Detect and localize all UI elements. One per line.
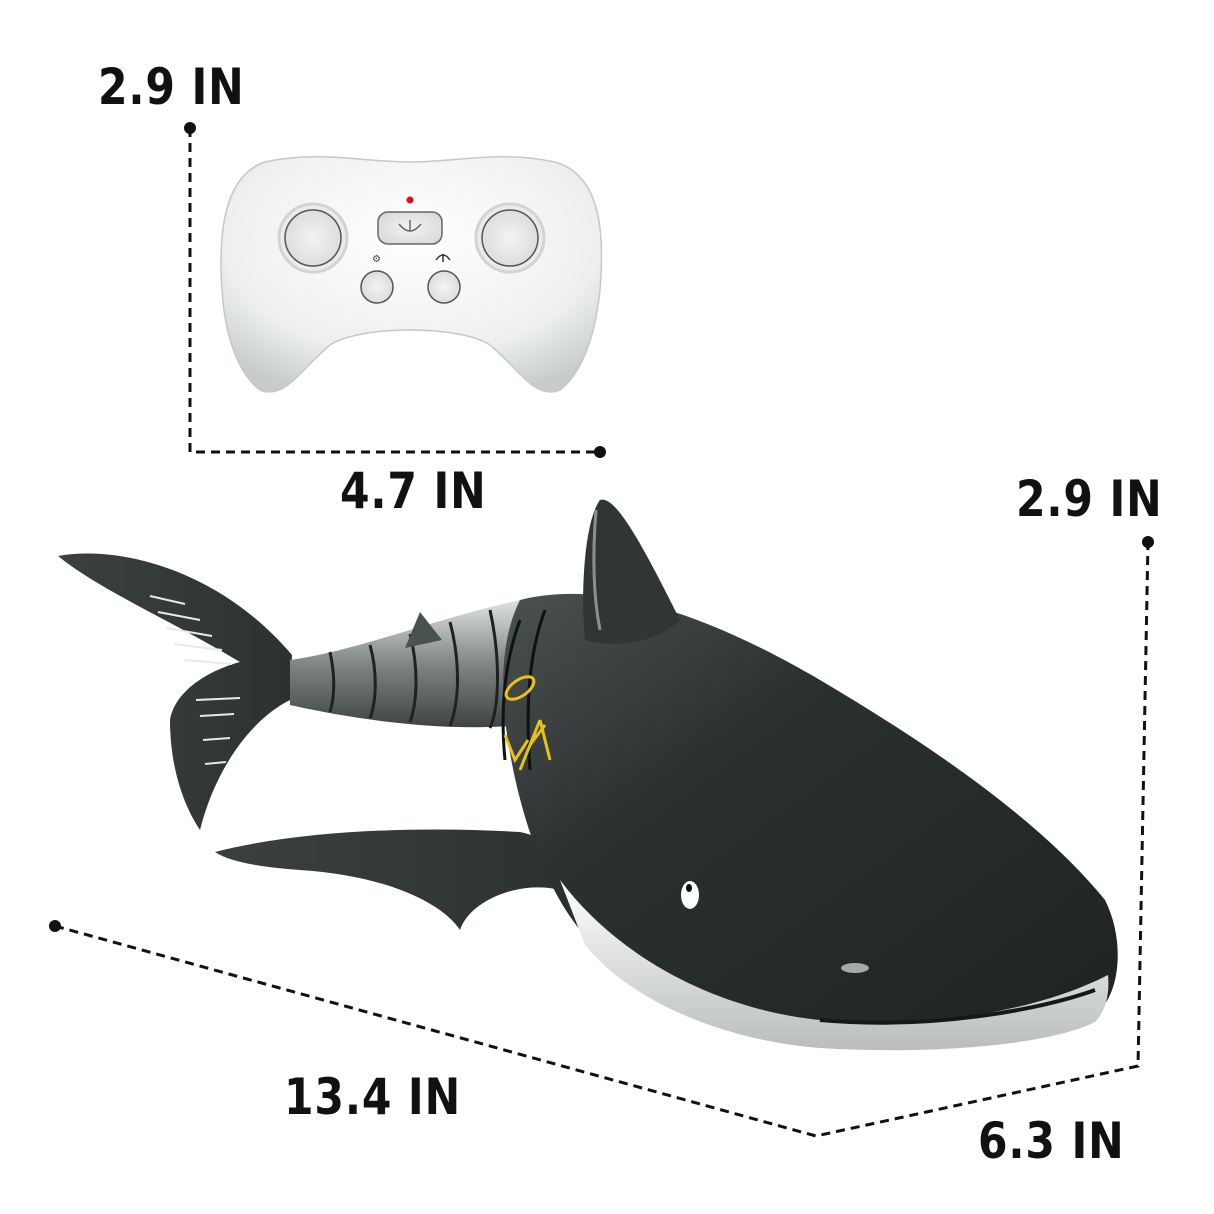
light-icon: ⚙ [372,254,381,265]
shark-belly [560,880,1109,1051]
controller-dimension-line [188,128,600,454]
shark-decal-logo [503,675,552,771]
tail-fin [58,553,292,830]
dorsal-fin [583,499,680,644]
shark-dimension-line [54,541,1150,1138]
shark-eye [681,881,699,909]
shark-mouth [819,988,1096,1025]
right-joystick [474,202,546,274]
light-button: ⚙ [360,254,394,304]
second-dorsal-fin [405,612,442,648]
controller-height-label: 2.9 IN [98,58,245,116]
power-led-indicator [406,196,414,204]
tail-segments [290,600,560,728]
shark-height-label: 2.9 IN [1016,470,1163,528]
power-button [377,211,443,245]
speed-button [427,254,461,304]
left-joystick [277,202,349,274]
dimension-dot [184,122,196,134]
dimension-dot [594,446,606,458]
pectoral-fin [215,829,564,930]
dimension-dot [49,920,61,932]
dimension-dot [1142,536,1154,548]
controller-width-label: 4.7 IN [340,462,487,520]
shark-body [503,593,1118,1044]
shark-length-label: 13.4 IN [284,1068,461,1126]
shark-width-label: 6.3 IN [978,1112,1125,1170]
